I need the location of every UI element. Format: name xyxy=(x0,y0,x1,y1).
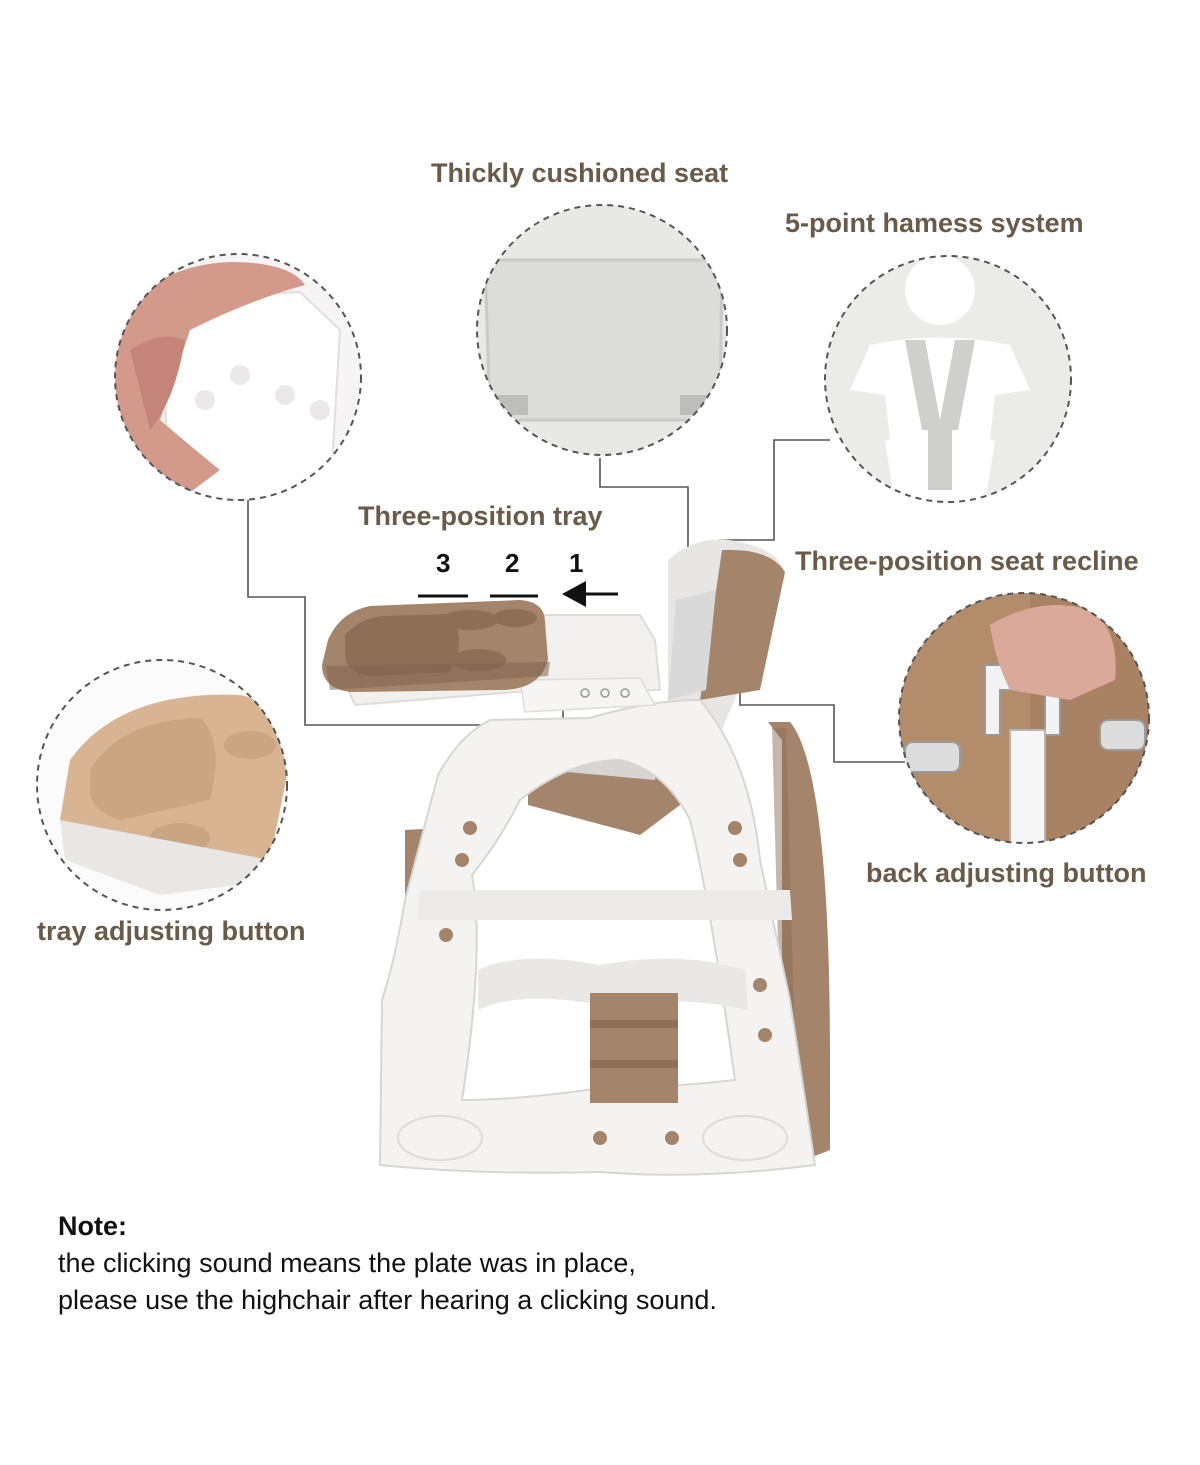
tray-position-3: 3 xyxy=(436,548,451,578)
note-line-2: please use the highchair after hearing a… xyxy=(58,1285,717,1315)
tray-press-photo xyxy=(115,254,361,500)
note-title: Note: xyxy=(58,1211,127,1241)
footrest-column xyxy=(590,993,678,1103)
highchair-main xyxy=(322,539,830,1176)
callout-back-button: back adjusting button xyxy=(866,858,1147,888)
callout-recline: Three-position seat recline xyxy=(795,546,1139,576)
seat-photo xyxy=(477,205,727,455)
callout-tray-button: tray adjusting button xyxy=(37,916,306,946)
callout-harness: 5-point hamess system xyxy=(785,208,1084,238)
callout-tray: Three-position tray xyxy=(358,501,603,531)
frame-rivets xyxy=(439,821,772,1145)
note-line-1: the clicking sound means the plate was i… xyxy=(58,1248,636,1278)
tray-position-2: 2 xyxy=(505,548,520,578)
arrow-left-icon xyxy=(562,581,618,607)
back-button-photo xyxy=(899,593,1149,843)
callout-seat: Thickly cushioned seat xyxy=(431,158,729,188)
harness-diagram xyxy=(825,256,1071,502)
tray-detail-photo xyxy=(37,660,287,910)
tray-position-1: 1 xyxy=(569,548,584,578)
